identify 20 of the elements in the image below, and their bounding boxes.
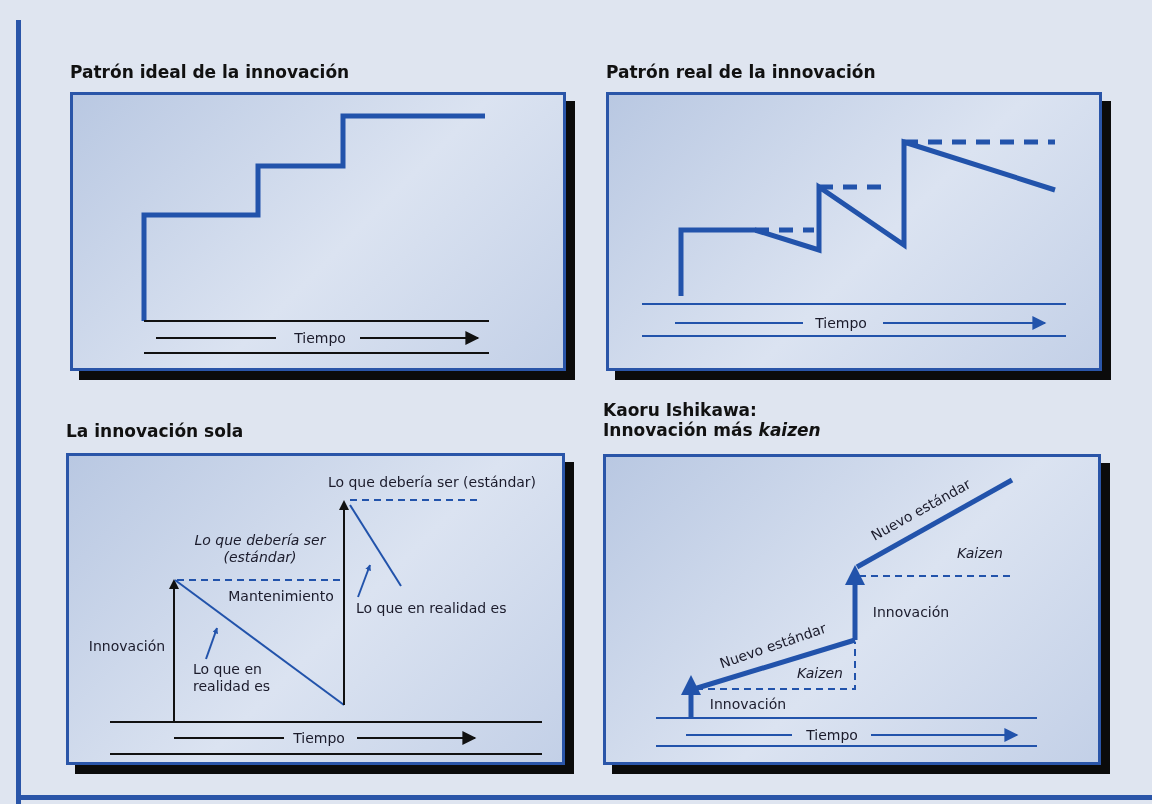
- chart-label: Innovación: [88, 637, 166, 655]
- chart-label: Kaizen: [797, 664, 843, 682]
- chart-label: Innovación: [872, 603, 950, 621]
- panel-title: Patrón real de la innovación: [606, 62, 876, 82]
- chart-label: Mantenimiento: [228, 587, 334, 605]
- chart-label: Kaizen: [957, 544, 1003, 562]
- leader-line: [205, 627, 218, 660]
- panel-title: Patrón ideal de la innovación: [70, 62, 350, 82]
- leader-line: [357, 564, 371, 598]
- panel-title: La innovación sola: [66, 421, 244, 441]
- chart-label: Tiempo: [815, 314, 867, 332]
- chart-label: Tiempo: [294, 329, 346, 347]
- chart-label: Lo que debería ser (estándar): [327, 473, 537, 491]
- chart-label: Lo que debería ser (estándar): [193, 532, 327, 566]
- chart-label: Innovación: [709, 695, 787, 713]
- panel-title: Kaoru Ishikawa: Innovación más kaizen: [603, 400, 822, 440]
- callout-text: Lo que en realidad es: [356, 600, 526, 617]
- callout-text: Lo que en realidad es: [193, 661, 293, 695]
- chart-label: Tiempo: [293, 729, 345, 747]
- chart-label: Tiempo: [806, 726, 858, 744]
